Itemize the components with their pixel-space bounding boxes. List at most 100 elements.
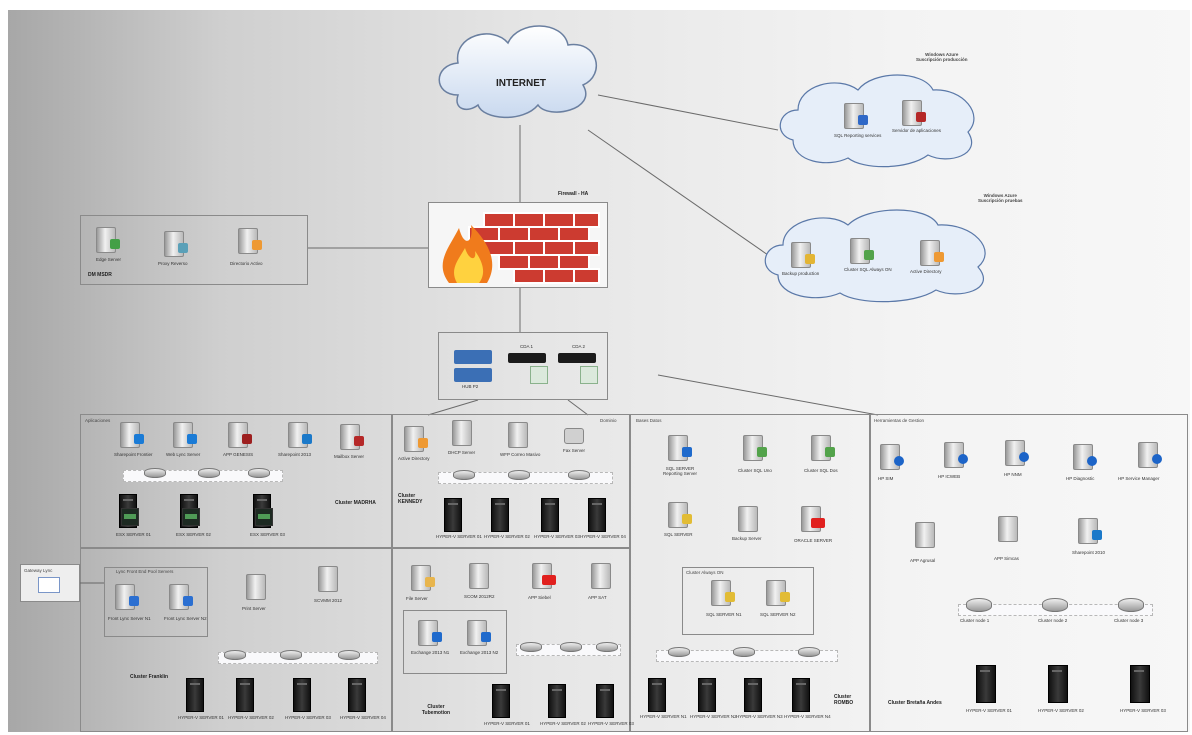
- hp-server-icon: [1138, 442, 1162, 468]
- storage-disk: [224, 650, 246, 660]
- hyperv-server-rack: [1130, 665, 1150, 703]
- bases-item-2: Cluster SQL Uno: [738, 468, 772, 473]
- azure-prod-item-2: Servidor de aplicaciones: [892, 128, 942, 133]
- switch-box: [438, 332, 608, 400]
- aplicaciones-item-4: Sharepoint 2013: [278, 452, 312, 457]
- storage-disk: [520, 642, 542, 652]
- lync-node-1: HYPER-V SERVER 01: [178, 715, 224, 720]
- bases-item-6: ORACLE SERVER: [794, 538, 833, 543]
- dominio-node-1: HYPER-V SERVER 01: [436, 534, 482, 539]
- app-server-4: [288, 422, 312, 448]
- sql-reporting-server-icon: [844, 103, 868, 129]
- mail-exchange-2: Exchange 2013 N2: [460, 650, 499, 655]
- hp-server-icon: [880, 444, 904, 470]
- dmz-item-2: Proxy Reverso: [158, 261, 188, 266]
- gestion-item-4: HP Diagnostic: [1066, 476, 1095, 481]
- wfp-server: [508, 422, 528, 448]
- hyperv-server-rack: [792, 678, 810, 712]
- exchange-server-icon: [418, 620, 442, 646]
- gestion-disk-2: Cluster node 2: [1038, 618, 1068, 623]
- aplicaciones-node-2: ESX SERVER 02: [176, 532, 211, 537]
- hp-server-icon: [944, 442, 968, 468]
- hyperv-server-rack: [348, 678, 366, 712]
- bases-cluster: Cluster ROMBO: [834, 694, 854, 706]
- mail-item-4: APP SAT: [588, 595, 607, 600]
- switch-icon-1: [454, 350, 492, 364]
- cluster-sql-icon: [743, 435, 767, 461]
- azure-test-title: Windows Azure Suscripción pruebas: [978, 193, 1023, 203]
- lync-item-3: Print Server: [242, 606, 266, 611]
- storage-disk: [596, 642, 618, 652]
- aplicaciones-item-5: Mailbox Server: [334, 454, 365, 459]
- mail-exchange-1: Exchange 2013 N1: [411, 650, 450, 655]
- vmware-logo-icon: [255, 508, 273, 526]
- hyperv-server-rack: [293, 678, 311, 712]
- gestion-cluster: Cluster Bretaña Andes: [888, 700, 942, 706]
- hyperv-server-rack: [1048, 665, 1068, 703]
- storage-disk: [280, 650, 302, 660]
- gestion-item-1: HP SIM: [878, 476, 894, 481]
- lync-item-2: Front Lync Server N2: [164, 616, 207, 621]
- storage-disk: [560, 642, 582, 652]
- azure-test-item-3: Active Directory: [910, 269, 942, 274]
- hyperv-server-rack: [548, 684, 566, 718]
- storage-disk: [453, 470, 475, 480]
- scom-server-icon: [469, 563, 489, 589]
- firewall-box: [428, 202, 608, 288]
- storage-disk: [508, 470, 530, 480]
- file-server-icon: [411, 565, 435, 591]
- azure-prod-title: Windows Azure Suscripción producción: [916, 52, 968, 62]
- mail-item-1: File Server: [406, 596, 428, 601]
- switch-item-2: CDA 1: [520, 344, 534, 349]
- storage-disk: [248, 468, 270, 478]
- aplicaciones-cluster: Cluster MADRHA: [335, 500, 376, 506]
- dominio-box: [392, 414, 630, 548]
- hyperv-server-rack: [491, 498, 509, 532]
- storage-disk: [1118, 598, 1144, 612]
- app-server-1: [120, 422, 144, 448]
- mail-box: [392, 548, 630, 732]
- app-server-3: [228, 422, 252, 448]
- gestion-node-1: HYPER-V SERVER 01: [966, 708, 1012, 713]
- dominio-item-4: Fax Server: [563, 448, 586, 453]
- hyperv-server-rack: [976, 665, 996, 703]
- azure-prod-item-1: SQL Reporting services: [834, 133, 882, 138]
- alwayson-item-1: SQL SERVER N1: [706, 612, 742, 617]
- gateway-box: [20, 564, 80, 602]
- storage-disk: [1042, 598, 1068, 612]
- gestion-item-3: HP NNM: [1004, 472, 1022, 477]
- hyperv-server-rack: [648, 678, 666, 712]
- dhcp-server: [452, 420, 472, 446]
- router-icon-2: [558, 353, 596, 363]
- gateway-title: Gateway Lync: [24, 568, 53, 573]
- lync-server-icon: [169, 584, 193, 610]
- hyperv-server-rack: [596, 684, 614, 718]
- azure-test-cloud: [764, 209, 986, 303]
- bases-node-2: HYPER-V SERVER N2: [690, 714, 737, 719]
- storage-disk: [966, 598, 992, 612]
- sql-server-icon: [668, 502, 692, 528]
- server-icon: [915, 522, 935, 548]
- storage-disk: [668, 647, 690, 657]
- bases-node-4: HYPER-V SERVER N4: [784, 714, 831, 719]
- dominio-title: Dominio: [600, 418, 617, 423]
- router-icon-1: [508, 353, 546, 363]
- exchange-server-icon: [467, 620, 491, 646]
- sql-cluster-icon: [850, 238, 874, 264]
- connection-lines: [308, 94, 879, 416]
- backup-server-icon: [738, 506, 758, 532]
- internet-cloud: [438, 25, 598, 119]
- aplicaciones-item-1: Sharepoint Frontier: [114, 452, 153, 457]
- hyperv-server-rack: [541, 498, 559, 532]
- mail-item-2: SCOM 2012R2: [464, 594, 495, 599]
- lync-node-3: HYPER-V SERVER 03: [285, 715, 331, 720]
- lync-item-4: SCVMM 2012: [314, 598, 343, 603]
- hyperv-server-rack: [698, 678, 716, 712]
- mail-item-3: APP Siebel: [528, 595, 551, 600]
- bases-title: Bases Datos: [636, 418, 662, 423]
- mail-cluster: Cluster Tubemotion: [421, 704, 451, 716]
- sat-server-icon: [591, 563, 611, 589]
- aplicaciones-node-3: ESX SERVER 03: [250, 532, 285, 537]
- switch-item-3: CDA 2: [572, 344, 586, 349]
- gestion-item-7: APP Simcas: [994, 556, 1019, 561]
